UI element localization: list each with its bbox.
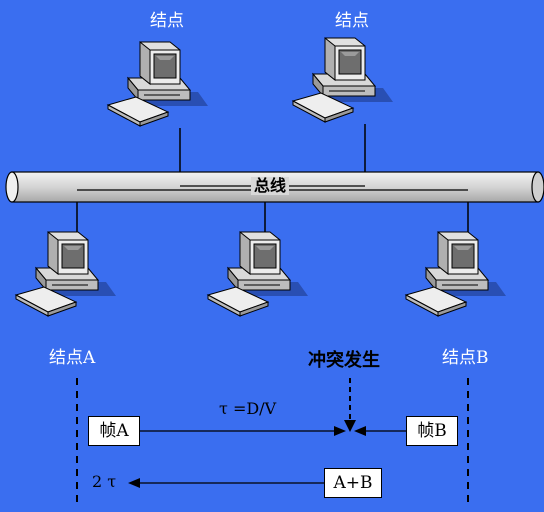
combined-frame-box: A+B (324, 468, 382, 498)
frame-a-box: 帧A (88, 416, 140, 446)
computer-icon-top-left (107, 41, 209, 127)
round-trip-label: 2 τ (92, 472, 117, 491)
computer-icon-top-right (292, 37, 394, 123)
propagation-delay-label: τ =D/V (219, 399, 277, 418)
node-label-a: 结点A (49, 348, 96, 368)
computer-icon-a (15, 231, 117, 317)
computer-icon-middle (207, 231, 309, 317)
bus-label: 总线 (251, 177, 290, 195)
computer-icon-b (405, 231, 507, 317)
collision-label: 冲突发生 (308, 350, 380, 371)
node-label-top-left: 结点 (150, 11, 184, 31)
node-label-b: 结点B (442, 348, 489, 368)
frame-b-box: 帧B (406, 416, 458, 446)
node-label-top-right: 结点 (335, 11, 369, 31)
